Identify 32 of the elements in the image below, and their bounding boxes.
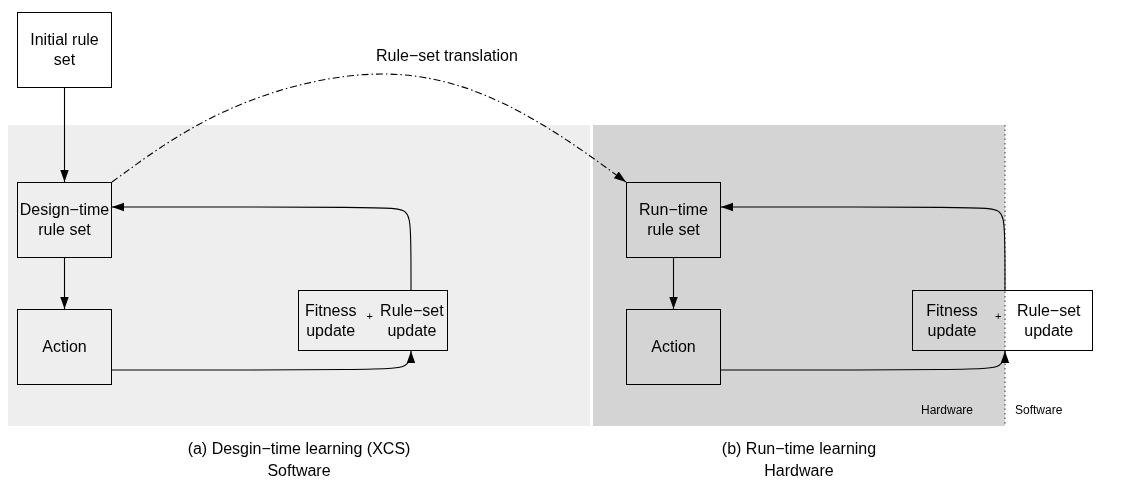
domain-label: Software	[1015, 403, 1063, 417]
process-box	[298, 290, 448, 351]
panel-caption: (a) Desgin−time learning (XCS)	[187, 439, 411, 459]
process-box	[912, 290, 1093, 351]
box-label: Fitness update	[925, 300, 979, 341]
panel-caption: Hardware	[764, 460, 834, 481]
box-label: Rule−set update	[379, 300, 445, 341]
process-box	[17, 182, 112, 258]
box-label: Action	[651, 337, 696, 357]
arrow	[669, 257, 678, 310]
box-label: Initial rule set	[29, 30, 100, 70]
arrow	[111, 202, 412, 291]
plus-sign: +	[366, 309, 373, 324]
box-label: Run−time rule set	[638, 200, 709, 240]
box-label: Design−time rule set	[18, 200, 111, 240]
panel-caption: Software	[267, 460, 331, 481]
box-label: Rule−set update	[1015, 300, 1082, 341]
arrow	[720, 350, 1010, 371]
process-box	[17, 12, 112, 88]
box-label: Fitness update	[303, 300, 358, 341]
process-box	[626, 309, 721, 385]
arrow	[720, 202, 1006, 291]
arrow	[60, 87, 69, 183]
arrow	[111, 73, 627, 183]
process-box	[626, 182, 721, 258]
panel-caption: (b) Run−time learning	[721, 439, 877, 459]
process-box	[17, 309, 112, 385]
domain-label: Hardware	[921, 403, 974, 417]
arrow	[60, 257, 69, 310]
plus-sign: +	[995, 309, 1002, 324]
arrow	[111, 350, 416, 371]
box-label: Action	[42, 337, 87, 357]
